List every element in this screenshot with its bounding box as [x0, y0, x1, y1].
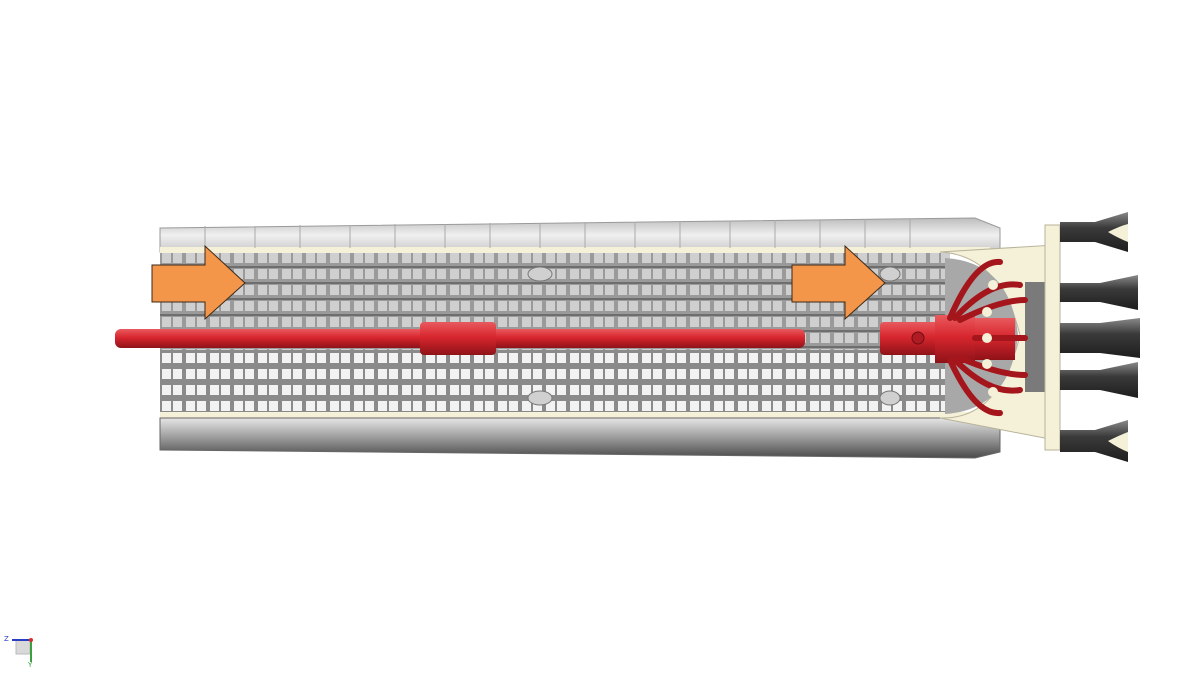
lower-shell [159, 412, 1001, 459]
propellant-feed-line [115, 322, 940, 355]
axis-triad-icon [12, 638, 33, 662]
rocket-engines [1060, 212, 1140, 462]
flow-arrow-right [791, 244, 886, 321]
z-axis-label: Z [4, 635, 9, 643]
engine-feed-manifold [935, 258, 1028, 417]
upper-shell [159, 217, 1001, 253]
flow-arrow-left [151, 244, 246, 321]
pressurant-bottles [527, 266, 901, 406]
y-axis-label: Y [28, 661, 33, 669]
axis-triad: Z Y [4, 634, 38, 669]
